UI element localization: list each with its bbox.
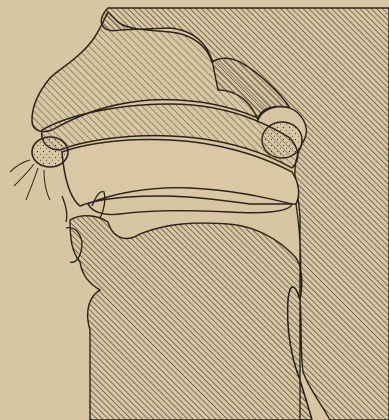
front-tooth-nodule bbox=[32, 137, 68, 167]
uvula-nodule bbox=[262, 122, 302, 158]
lower-jaw-and-chin bbox=[70, 216, 312, 420]
